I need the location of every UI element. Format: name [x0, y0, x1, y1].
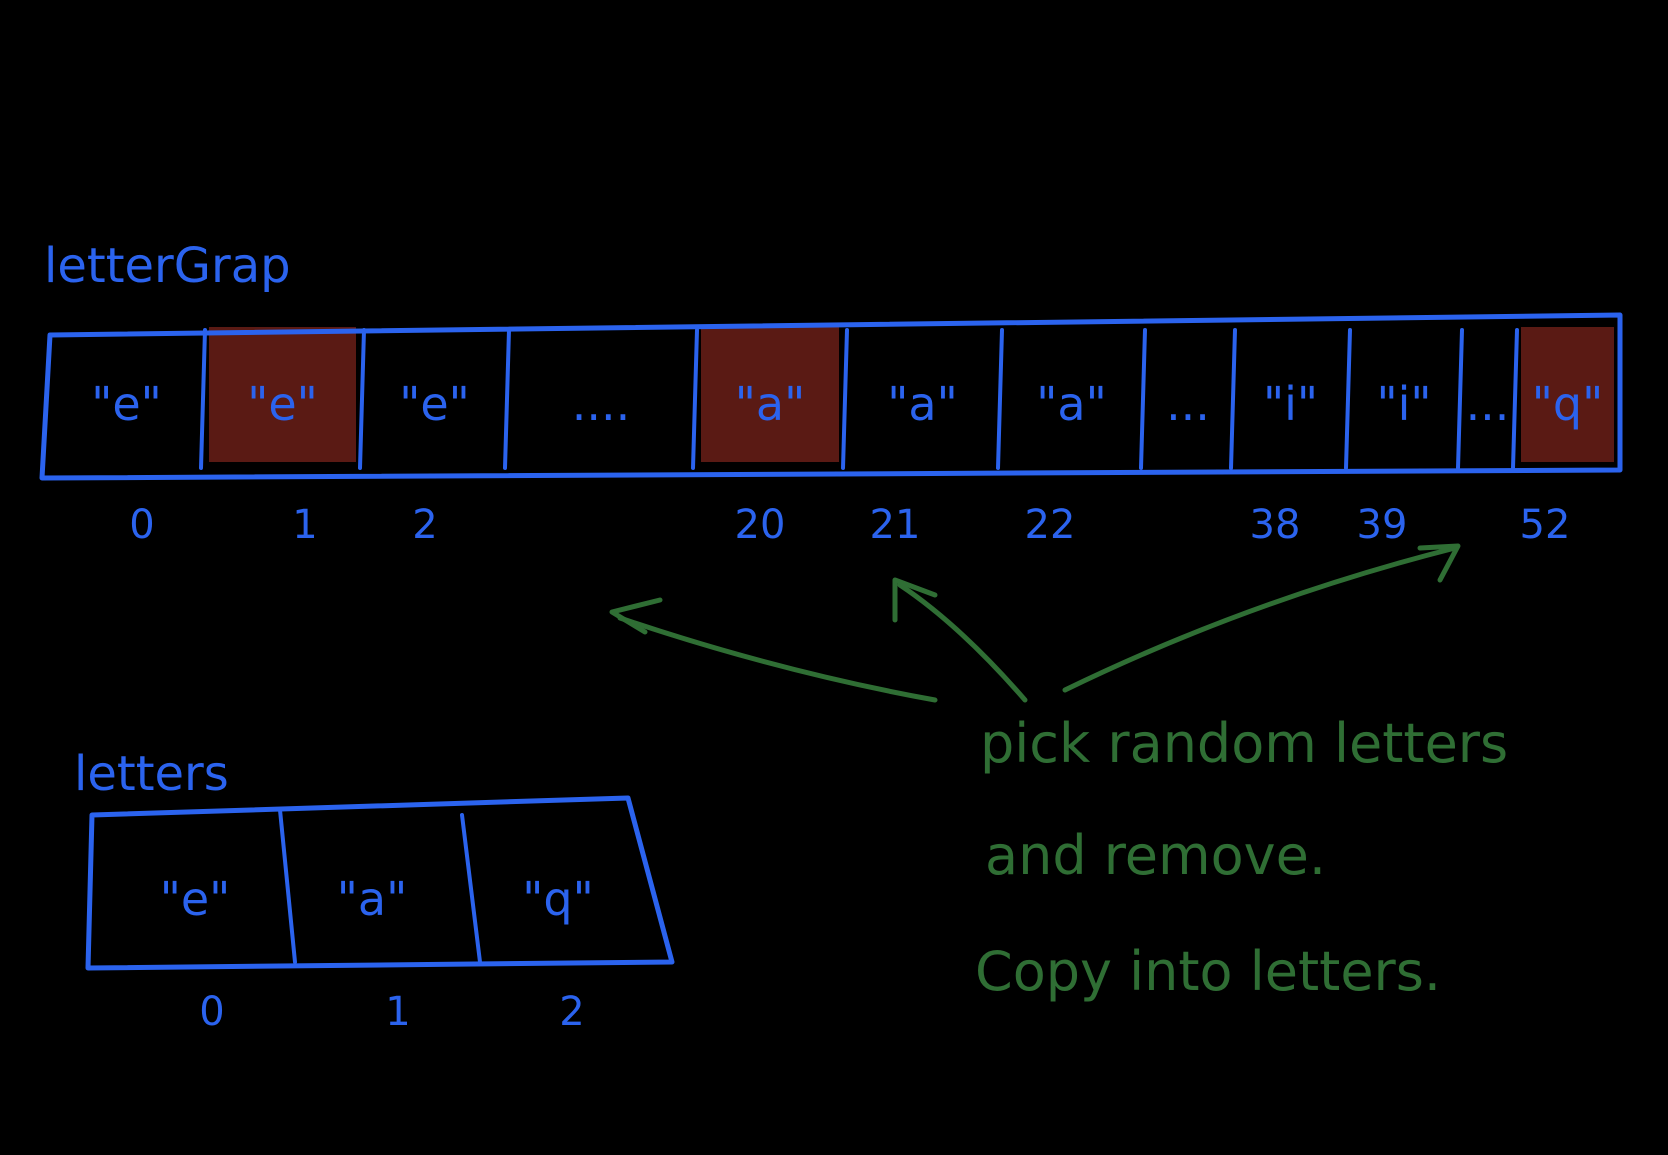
letter-grab-cell-value: "a"	[735, 377, 806, 431]
letters-cell-value: "e"	[160, 872, 231, 926]
arrow-head	[609, 597, 663, 635]
letter-grab-cell-value: ....	[572, 377, 631, 431]
note-line-1: pick random letters	[980, 712, 1508, 775]
letter-grab-cell-value: "e"	[91, 377, 162, 431]
letter-grab-divider	[503, 328, 511, 470]
arrow-line	[617, 615, 938, 703]
letter-grab-cell-value: "i"	[1263, 377, 1318, 431]
arrow-line	[897, 582, 1028, 703]
letters-array	[85, 795, 675, 971]
arrow-head	[892, 577, 938, 623]
highlighted-cell	[701, 327, 839, 462]
highlighted-cell	[1521, 327, 1614, 462]
letter-grab-cell-value: "e"	[247, 377, 318, 431]
letter-grab-cells: "e" "e" "e".... "a" "a" "a"... "i" "i"... "q"	[91, 377, 1603, 431]
note-line-2: and remove.	[985, 824, 1326, 887]
letter-grab-divider	[691, 328, 699, 470]
letters-index: 0	[199, 989, 224, 1035]
letter-grab-cell-value: "e"	[399, 377, 470, 431]
letter-grab-cell-value: "q"	[1532, 377, 1604, 431]
letters-cell-value: "q"	[522, 872, 594, 926]
letter-grab-divider	[1456, 328, 1464, 470]
letter-grab-index: 52	[1520, 502, 1571, 548]
letter-grab-index: 38	[1250, 502, 1301, 548]
letter-grab-divider	[199, 328, 207, 470]
letters-outline	[85, 795, 675, 971]
arrow-head	[1417, 543, 1461, 583]
letters-cell-value: "a"	[337, 872, 408, 926]
letter-grab-index: 0	[129, 502, 154, 548]
letter-grab-divider	[1139, 328, 1147, 470]
letter-grab-index: 2	[412, 502, 437, 548]
letters-indices: 0 1 2	[199, 989, 584, 1035]
letter-grab-cell-value: ...	[1466, 377, 1510, 431]
arrow-line	[1062, 545, 1458, 693]
letter-grab-cell-value: ...	[1166, 377, 1210, 431]
letter-grab-highlights	[209, 327, 1614, 462]
letters-cells: "e" "a" "q"	[160, 872, 594, 926]
letter-grab-array	[39, 312, 1623, 481]
letter-grab-index: 1	[292, 502, 317, 548]
letters-index: 1	[385, 989, 410, 1035]
letter-grab-index: 39	[1357, 502, 1408, 548]
letter-grab-divider	[1344, 328, 1352, 470]
letter-grab-divider	[358, 328, 366, 470]
letter-grab-cell-value: "a"	[887, 377, 958, 431]
letter-grab-cell-value: "i"	[1376, 377, 1431, 431]
letters-index: 2	[559, 989, 584, 1035]
letters-divider	[460, 813, 482, 964]
letter-grab-divider	[996, 328, 1004, 470]
letter-grab-outline	[39, 312, 1623, 481]
letters-title: letters	[74, 746, 229, 802]
highlighted-cell	[209, 327, 356, 462]
letter-grab-divider	[841, 328, 849, 470]
letters-divider	[278, 808, 297, 964]
letter-grab-title: letterGrap	[44, 238, 291, 294]
letter-grab-divider	[1229, 328, 1237, 470]
letter-grab-index: 20	[735, 502, 786, 548]
note-line-3: Copy into letters.	[975, 940, 1441, 1003]
letter-grab-indices: 0 1 2 20 21 22 38 39 52	[129, 502, 1570, 548]
letter-grab-index: 21	[870, 502, 921, 548]
letter-grab-index: 22	[1025, 502, 1076, 548]
letter-grab-cell-value: "a"	[1036, 377, 1107, 431]
letter-grab-divider	[1511, 328, 1519, 470]
arrows	[609, 543, 1461, 703]
